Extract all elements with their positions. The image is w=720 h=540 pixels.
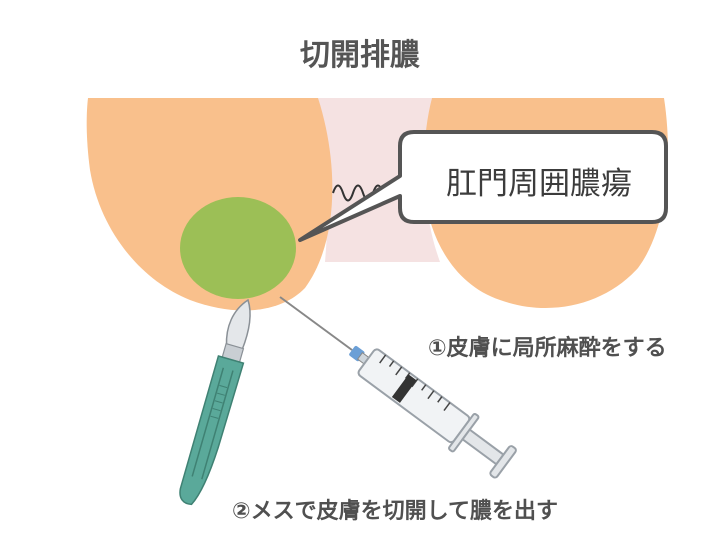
- syringe-icon: [349, 345, 517, 479]
- diagram-title: 切開排膿: [300, 38, 420, 73]
- step-1-label: ①皮膚に局所麻酔をする: [428, 336, 667, 361]
- callout-bubble: [298, 130, 668, 242]
- callout-label: 肛門周囲膿瘍: [446, 166, 632, 202]
- step-2-label: ②メスで皮膚を切開して膿を出す: [232, 499, 558, 524]
- abscess-icon: [180, 197, 296, 299]
- syringe-needle: [279, 296, 353, 351]
- scalpel-handle: [179, 355, 245, 506]
- scalpel-icon: [179, 298, 251, 506]
